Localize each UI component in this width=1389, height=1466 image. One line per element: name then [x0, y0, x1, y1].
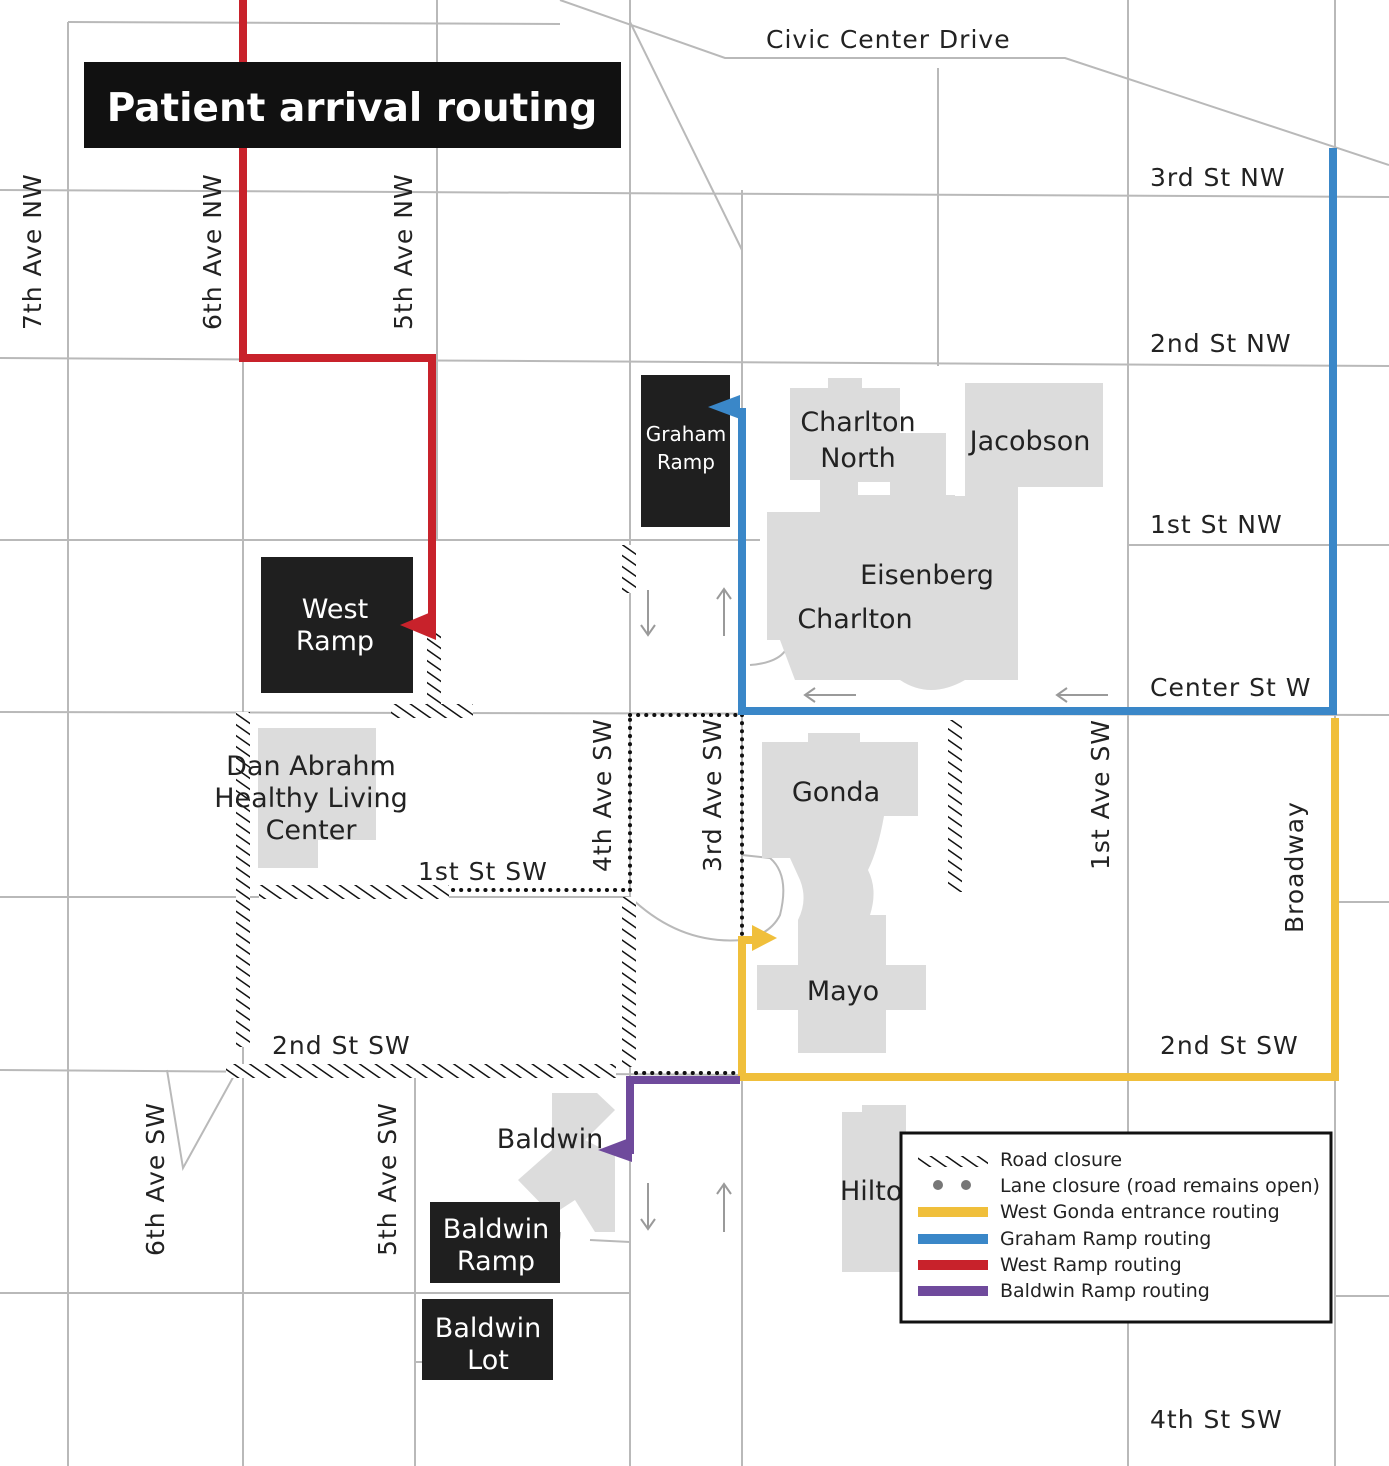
street-label-5th-ave-nw: 5th Ave NW — [389, 173, 418, 330]
arrow-down-icon — [640, 590, 656, 637]
legend-label: Baldwin Ramp routing — [1000, 1280, 1210, 1302]
label-mayo: Mayo — [807, 976, 879, 1007]
baldwin-ramp-route — [618, 1076, 740, 1154]
parking-ramps — [261, 375, 730, 1380]
arrow-down-icon — [640, 1183, 656, 1231]
legend-label: West Gonda entrance routing — [1000, 1201, 1280, 1223]
street-labels: Civic Center Drive 3rd St NW 2nd St NW 1… — [18, 25, 1311, 1434]
label-west-ramp-1: West — [302, 594, 368, 625]
street-label-4th-st-sw: 4th St SW — [1150, 1405, 1283, 1434]
legend-swatch-west-gonda — [918, 1207, 988, 1217]
map-title: Patient arrival routing — [107, 86, 598, 131]
label-charlton: Charlton — [797, 604, 912, 635]
routes — [239, 0, 1339, 1162]
baldwin-ramp-shape — [430, 1202, 560, 1283]
label-jacobson: Jacobson — [968, 426, 1091, 457]
street-label-6th-ave-nw: 6th Ave NW — [198, 173, 227, 330]
label-charlton-north-1: Charlton — [800, 407, 915, 438]
legend-swatch-baldwin — [918, 1286, 988, 1296]
lane-closures — [451, 713, 744, 1075]
street-label-1st-st-sw: 1st St SW — [418, 857, 548, 886]
jacobson-building — [955, 383, 1103, 515]
legend-swatch-road-closure — [918, 1156, 988, 1167]
label-hilton: Hilto — [840, 1176, 902, 1207]
label-gonda: Gonda — [792, 777, 880, 808]
west-gonda-arrowhead — [752, 925, 777, 951]
legend-label: Graham Ramp routing — [1000, 1228, 1211, 1250]
street-label-2nd-st-sw-east: 2nd St SW — [1160, 1031, 1299, 1060]
title-box: Patient arrival routing — [84, 62, 621, 148]
baldwin-building — [518, 1093, 615, 1232]
street-label-4th-ave-sw: 4th Ave SW — [588, 718, 617, 872]
arrow-up-icon — [716, 1182, 732, 1232]
arrow-left-icon — [1055, 687, 1108, 703]
street-label-2nd-st-sw-west: 2nd St SW — [272, 1031, 411, 1060]
buildings — [258, 378, 1103, 1272]
label-baldwin: Baldwin — [497, 1124, 603, 1155]
legend-label: Road closure — [1000, 1149, 1122, 1171]
label-graham-ramp-2: Ramp — [657, 450, 715, 474]
west-gonda-route — [738, 718, 1339, 1081]
legend-label: Lane closure (road remains open) — [1000, 1175, 1320, 1197]
street-label-1st-ave-sw: 1st Ave SW — [1086, 719, 1115, 870]
hilton-building — [842, 1105, 906, 1272]
street-label-1st-st-nw: 1st St NW — [1150, 510, 1283, 539]
street-label-3rd-ave-sw: 3rd Ave SW — [698, 718, 727, 872]
traffic-direction-arrows — [640, 587, 1108, 1232]
street-label-center-st-w: Center St W — [1150, 673, 1311, 702]
west-ramp-arrowhead — [400, 610, 436, 640]
street-label-broadway: Broadway — [1280, 801, 1309, 933]
gonda-building — [757, 733, 926, 1053]
arrow-up-icon — [716, 587, 732, 636]
label-west-ramp-2: Ramp — [296, 626, 374, 657]
street-label-3rd-st-nw: 3rd St NW — [1150, 163, 1286, 192]
building-labels: Charlton North Jacobson Eisenberg Charlt… — [214, 407, 1090, 1207]
label-eisenberg: Eisenberg — [860, 560, 994, 591]
street-label-civic-center-drive: Civic Center Drive — [766, 25, 1011, 54]
legend-swatch-west-ramp — [918, 1260, 988, 1270]
baldwin-ramp-arrowhead — [598, 1137, 632, 1162]
label-dan-abrahm-1: Dan Abrahm — [226, 751, 396, 782]
street-label-7th-ave-nw: 7th Ave NW — [18, 173, 47, 330]
label-charlton-north-2: North — [820, 443, 896, 474]
label-baldwin-lot-1: Baldwin — [435, 1313, 541, 1344]
label-graham-ramp-1: Graham — [646, 422, 726, 446]
legend-label: West Ramp routing — [1000, 1254, 1182, 1276]
street-label-2nd-st-nw: 2nd St NW — [1150, 329, 1292, 358]
label-baldwin-ramp-2: Ramp — [457, 1246, 535, 1277]
street-label-5th-ave-sw: 5th Ave SW — [373, 1102, 402, 1256]
arrow-left-icon — [803, 687, 856, 703]
west-ramp-shape — [261, 557, 413, 693]
street-label-6th-ave-sw: 6th Ave SW — [141, 1102, 170, 1256]
baldwin-lot-shape — [422, 1299, 553, 1380]
road-closures — [226, 545, 962, 1078]
graham-ramp-shape — [641, 375, 730, 527]
charlton-north-building — [790, 378, 946, 512]
label-dan-abrahm-3: Center — [266, 815, 358, 846]
legend: Road closure Lane closure (road remains … — [899, 1131, 1333, 1324]
legend-swatch-dot — [933, 1180, 943, 1190]
label-baldwin-lot-2: Lot — [467, 1345, 509, 1376]
eisenberg-charlton-building — [767, 495, 1018, 690]
label-dan-abrahm-2: Healthy Living — [214, 783, 408, 814]
ramp-labels: Graham Ramp West Ramp Baldwin Ramp Baldw… — [296, 422, 726, 1376]
legend-swatch-graham — [918, 1234, 988, 1244]
label-baldwin-ramp-1: Baldwin — [443, 1214, 549, 1245]
graham-ramp-arrowhead — [708, 395, 740, 419]
dan-abrahm-building — [258, 728, 376, 868]
legend-swatch-dot — [961, 1180, 971, 1190]
